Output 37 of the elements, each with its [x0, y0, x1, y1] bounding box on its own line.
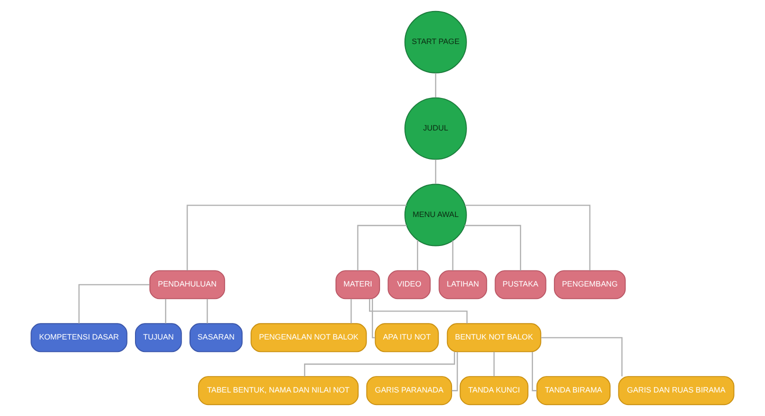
- connector: [186, 204, 406, 270]
- connector: [452, 240, 454, 270]
- node-circle: MENU AWAL: [404, 184, 467, 246]
- node-box: TANDA BIRAMA: [536, 376, 611, 406]
- node-box: SASARAN: [190, 323, 243, 352]
- connector: [532, 352, 537, 392]
- connector: [372, 298, 376, 338]
- node-box: PUSTAKA: [494, 270, 546, 300]
- connector: [165, 298, 166, 324]
- node-box: GARIS PARANADA: [366, 376, 452, 406]
- connector: [206, 298, 208, 324]
- node-box: KOMPETENSI DASAR: [30, 323, 128, 352]
- node-box: MATERI: [336, 270, 380, 300]
- node-box: VIDEO: [388, 270, 431, 300]
- node-circle: JUDUL: [404, 97, 467, 160]
- node-box: PENGEMBANG: [554, 270, 626, 300]
- node-box: APA ITU NOT: [374, 323, 439, 352]
- connector: [464, 224, 522, 271]
- connector: [435, 73, 436, 98]
- node-box: GARIS DAN RUAS BIRAMA: [618, 376, 734, 406]
- connector: [435, 160, 436, 184]
- connector: [452, 352, 458, 392]
- node-box: BENTUK NOT BALOK: [446, 323, 542, 352]
- node-box: PENDAHULUAN: [149, 270, 226, 300]
- connector: [493, 352, 495, 376]
- connector: [357, 224, 407, 271]
- connector: [465, 204, 590, 270]
- connector: [540, 337, 623, 376]
- node-box: TUJUAN: [135, 323, 182, 352]
- node-box: PENGENALAN NOT BALOK: [250, 323, 367, 352]
- connector: [416, 240, 418, 271]
- node-box: LATIHAN: [438, 270, 488, 300]
- node-box: TABEL BENTUK, NAMA DAN NILAI NOT: [198, 376, 359, 406]
- node-box: TANDA KUNCI: [460, 376, 528, 406]
- connector: [78, 284, 150, 324]
- connector: [350, 298, 352, 324]
- node-circle: START PAGE: [404, 10, 467, 74]
